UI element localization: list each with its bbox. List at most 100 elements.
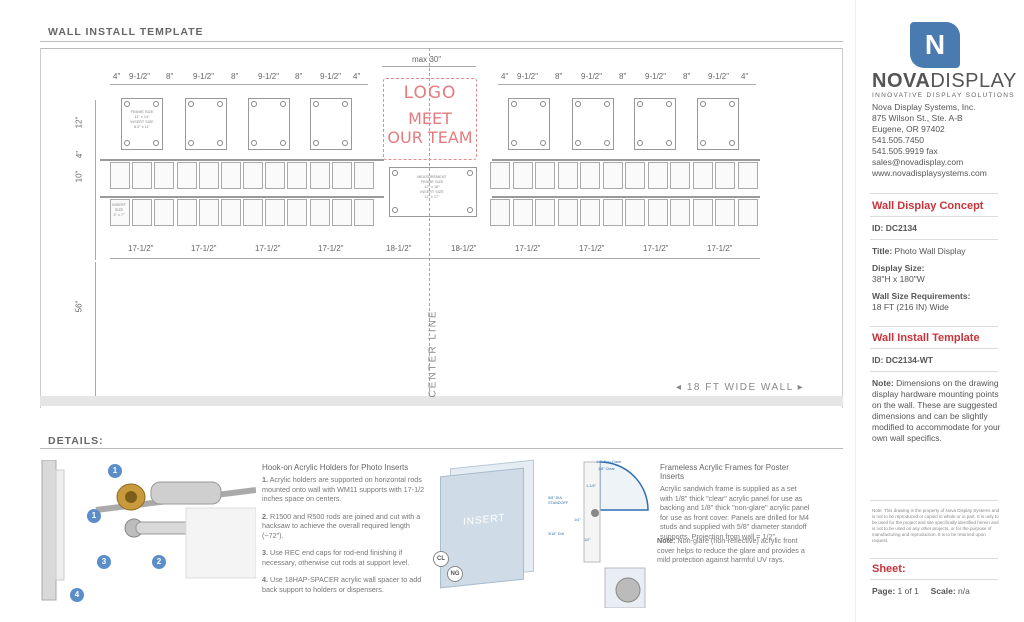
top-dim-right-7: 9-1/2" xyxy=(708,72,730,81)
insert-pocket xyxy=(309,162,330,189)
callout-3: 3 xyxy=(97,555,111,569)
detail-1-text: Hook-on Acrylic Holders for Photo Insert… xyxy=(262,463,428,594)
insert-pocket xyxy=(670,199,691,226)
arrow-left-icon: ◂ xyxy=(676,382,687,393)
bottom-dim: 18-1/2" xyxy=(386,244,412,253)
top-dim-right-4: 8" xyxy=(619,72,627,81)
standoff-pin xyxy=(280,101,286,107)
hanging-rod xyxy=(100,159,384,161)
detail-1-item: 4. Use 18HAP-SPACER acrylic wall spacer … xyxy=(262,575,422,594)
sidebar-rule xyxy=(870,500,998,501)
top-dim-right-8: 4" xyxy=(741,72,749,81)
insert-pocket xyxy=(557,162,578,189)
vert-dim-4: 4" xyxy=(75,150,85,159)
insert-pocket xyxy=(625,199,646,226)
top-dim-right-1: 9-1/2" xyxy=(517,72,539,81)
wall-outline xyxy=(40,48,843,405)
insert-pocket xyxy=(309,199,330,226)
standoff-pin xyxy=(153,140,159,146)
standoff-pin xyxy=(540,140,546,146)
top-dim-left-2: 8" xyxy=(166,72,174,81)
standoff-pin xyxy=(392,207,398,213)
sheet-section: Sheet: Page: 1 of 1 Scale: n/a xyxy=(870,563,1002,597)
insert-label: INSERT xyxy=(463,512,506,528)
page-title: WALL INSTALL TEMPLATE xyxy=(48,26,204,38)
top-dim-left-5: 9-1/2" xyxy=(258,72,280,81)
bottom-dim: 17-1/2" xyxy=(579,244,605,253)
max-width-label: max 30" xyxy=(412,55,442,64)
standoff-pin xyxy=(700,101,706,107)
top-dim-left-3: 9-1/2" xyxy=(193,72,215,81)
standoff-pin xyxy=(217,101,223,107)
concept-section: Wall Display Concept ID: DC2134 Title: P… xyxy=(870,201,1002,313)
left-vert-dim-line xyxy=(95,100,96,260)
standoff-pin xyxy=(217,140,223,146)
top-dim-left-0: 4" xyxy=(113,72,121,81)
wall-width-label: ◂ 18 FT WIDE WALL ▸ xyxy=(676,382,805,393)
top-dim-left-1: 9-1/2" xyxy=(129,72,151,81)
logo-text: LOGO xyxy=(403,83,457,103)
standoff-pin xyxy=(313,101,319,107)
standoff-pin xyxy=(511,140,517,146)
title-rule xyxy=(40,41,843,42)
clear-tag: CL xyxy=(433,551,449,567)
top-dim-right-3: 9-1/2" xyxy=(581,72,603,81)
sidebar-divider xyxy=(855,0,856,622)
top-dim-line-left xyxy=(110,84,368,85)
center-poster-frame xyxy=(389,167,477,217)
insert-pocket xyxy=(287,162,308,189)
template-section: Wall Install Template ID: DC2134-WT Note… xyxy=(870,326,1002,444)
top-dim-right-6: 8" xyxy=(683,72,691,81)
details-rule xyxy=(40,448,843,449)
bottom-dim: 17-1/2" xyxy=(191,244,217,253)
legal-note: Note: This drawing is the property of No… xyxy=(872,508,1000,543)
insert-pocket xyxy=(132,199,153,226)
floor-band xyxy=(40,396,843,406)
insert-pocket xyxy=(110,199,130,226)
detail-1-item: 2. R1500 and R500 rods are joined and cu… xyxy=(262,511,421,540)
insert-pocket xyxy=(354,162,374,189)
top-dim-left-7: 9-1/2" xyxy=(320,72,342,81)
insert-pocket xyxy=(154,162,175,189)
bottom-dim: 17-1/2" xyxy=(515,244,541,253)
wall-left-edge xyxy=(40,48,41,408)
insert-pocket xyxy=(287,199,308,226)
insert-pocket xyxy=(110,162,130,189)
standoff-pin xyxy=(666,140,672,146)
insert-pocket xyxy=(580,199,601,226)
insert-pocket xyxy=(715,199,736,226)
insert-pocket xyxy=(602,199,623,226)
insert-pocket xyxy=(265,162,286,189)
insert-pocket xyxy=(715,162,736,189)
rod-hardware-illustration xyxy=(41,460,256,601)
bottom-dim: 17-1/2" xyxy=(643,244,669,253)
callout-1: 1 xyxy=(87,509,101,523)
standoff-pin xyxy=(392,170,398,176)
insert-pocket xyxy=(220,162,241,189)
sheet-heading: Sheet: xyxy=(872,563,906,575)
insert-pocket xyxy=(176,199,197,226)
center-line xyxy=(429,48,430,396)
detail-2-heading: Frameless Acrylic Frames for Poster Inse… xyxy=(660,463,789,481)
standoff-pin xyxy=(575,101,581,107)
insert-pocket xyxy=(647,162,668,189)
standoff-pin xyxy=(666,101,672,107)
company-address: Nova Display Systems, Inc.875 Wilson St.… xyxy=(872,102,987,178)
insert-pocket xyxy=(512,162,533,189)
insert-pocket xyxy=(670,162,691,189)
standoff-pin xyxy=(188,101,194,107)
top-dim-right-0: 4" xyxy=(501,72,509,81)
bottom-dim: 17-1/2" xyxy=(707,244,733,253)
insert-pocket xyxy=(243,162,264,189)
standoff-pin xyxy=(124,101,130,107)
insert-pocket xyxy=(198,199,219,226)
vert-dim-10: 10" xyxy=(74,170,84,183)
arrow-right-icon: ▸ xyxy=(793,382,805,393)
callout-4: 4 xyxy=(70,588,84,602)
detail-1-item: 1. Acrylic holders are supported on hori… xyxy=(262,475,425,503)
standoff-pin xyxy=(280,140,286,146)
top-dim-left-4: 8" xyxy=(231,72,239,81)
